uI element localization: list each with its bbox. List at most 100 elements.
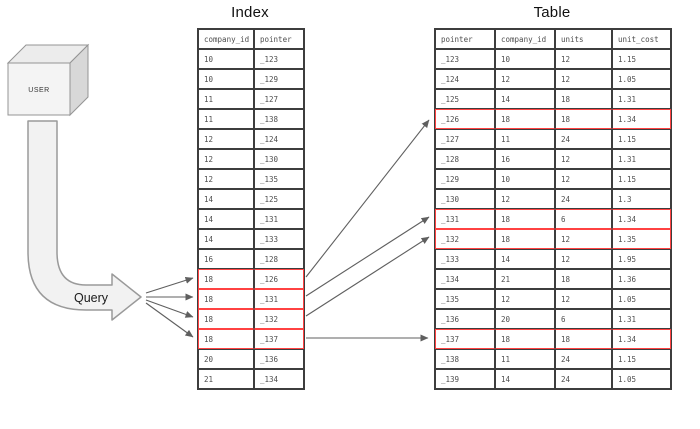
table-cell: 12 bbox=[198, 129, 254, 149]
table-cell: 1.36 bbox=[612, 269, 671, 289]
column-header: pointer bbox=[435, 29, 495, 49]
column-header: pointer bbox=[254, 29, 304, 49]
table-cell: 1.95 bbox=[612, 249, 671, 269]
table-cell: 24 bbox=[555, 369, 612, 389]
table-cell: 18 bbox=[198, 329, 254, 349]
table-cell: _133 bbox=[435, 249, 495, 269]
table-cell: _131 bbox=[254, 209, 304, 229]
table-row: 12_124 bbox=[198, 129, 304, 149]
table-cell: _137 bbox=[435, 329, 495, 349]
column-header: company_id bbox=[495, 29, 555, 49]
table-row: 14_125 bbox=[198, 189, 304, 209]
table-cell: _126 bbox=[254, 269, 304, 289]
table-cell: _125 bbox=[254, 189, 304, 209]
table-cell: 11 bbox=[198, 89, 254, 109]
table-cell: _128 bbox=[435, 149, 495, 169]
table-row: 11_127 bbox=[198, 89, 304, 109]
pointer-arrow-132 bbox=[305, 236, 430, 317]
table-cell: 14 bbox=[198, 209, 254, 229]
table-cell: 12 bbox=[555, 149, 612, 169]
table-cell: 20 bbox=[495, 309, 555, 329]
table-cell: 10 bbox=[495, 169, 555, 189]
data-table-title: Table bbox=[533, 4, 571, 21]
table-cell: 1.31 bbox=[612, 309, 671, 329]
table-cell: 1.05 bbox=[612, 69, 671, 89]
table-cell: _128 bbox=[254, 249, 304, 269]
table-cell: _127 bbox=[254, 89, 304, 109]
table-cell: 1.05 bbox=[612, 369, 671, 389]
table-cell: 10 bbox=[198, 49, 254, 69]
fan-arrow-132 bbox=[145, 299, 194, 318]
table-cell: 18 bbox=[198, 289, 254, 309]
table-cell: _131 bbox=[435, 209, 495, 229]
table-cell: 18 bbox=[198, 309, 254, 329]
table-row: 12_135 bbox=[198, 169, 304, 189]
table-row: 14_133 bbox=[198, 229, 304, 249]
table-cell: 1.15 bbox=[612, 49, 671, 69]
table-row-highlighted: 18_132 bbox=[198, 309, 304, 329]
user-label: USER bbox=[28, 87, 49, 94]
fan-arrow-126 bbox=[145, 276, 194, 294]
table-row: 10_123 bbox=[198, 49, 304, 69]
table-cell: _131 bbox=[254, 289, 304, 309]
table-cell: 18 bbox=[555, 329, 612, 349]
query-block-arrow: Query bbox=[27, 120, 142, 321]
table-cell: 14 bbox=[198, 189, 254, 209]
table-cell: 10 bbox=[198, 69, 254, 89]
table-cell: 12 bbox=[495, 189, 555, 209]
table-row-highlighted: 18_137 bbox=[198, 329, 304, 349]
user-cube-icon: USER bbox=[6, 43, 90, 117]
table-cell: _130 bbox=[435, 189, 495, 209]
pointer-arrow-126 bbox=[305, 119, 430, 278]
table-cell: 12 bbox=[555, 169, 612, 189]
table-cell: _124 bbox=[435, 69, 495, 89]
table-cell: _138 bbox=[435, 349, 495, 369]
fan-arrow-137 bbox=[145, 302, 194, 338]
table-cell: 12 bbox=[198, 169, 254, 189]
table-cell: 14 bbox=[198, 229, 254, 249]
table-cell: _123 bbox=[435, 49, 495, 69]
table-cell: 12 bbox=[198, 149, 254, 169]
table-cell: 12 bbox=[495, 69, 555, 89]
table-cell: _139 bbox=[435, 369, 495, 389]
table-row: 16_128 bbox=[198, 249, 304, 269]
table-cell: 24 bbox=[555, 189, 612, 209]
column-header: unit_cost bbox=[612, 29, 671, 49]
query-fan-arrows bbox=[145, 276, 194, 338]
table-cell: 1.05 bbox=[612, 289, 671, 309]
table-cell: 18 bbox=[555, 269, 612, 289]
table-cell: _138 bbox=[254, 109, 304, 129]
table-cell: _134 bbox=[254, 369, 304, 389]
table-cell: _133 bbox=[254, 229, 304, 249]
index-to-table-arrows bbox=[305, 119, 430, 342]
index-table-title: Index bbox=[231, 4, 269, 21]
table-cell: 16 bbox=[198, 249, 254, 269]
table-cell: 24 bbox=[555, 129, 612, 149]
table-row: 21_134 bbox=[198, 369, 304, 389]
table-cell: _135 bbox=[435, 289, 495, 309]
table-cell: _130 bbox=[254, 149, 304, 169]
table-cell: _132 bbox=[435, 229, 495, 249]
table-cell: _126 bbox=[435, 109, 495, 129]
table-row: 12_130 bbox=[198, 149, 304, 169]
table-cell: 18 bbox=[495, 209, 555, 229]
table-cell: _137 bbox=[254, 329, 304, 349]
table-cell: 12 bbox=[555, 229, 612, 249]
table-row: 14_131 bbox=[198, 209, 304, 229]
